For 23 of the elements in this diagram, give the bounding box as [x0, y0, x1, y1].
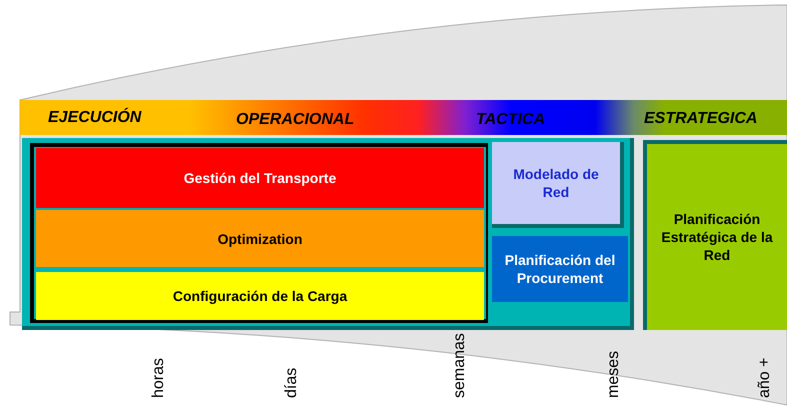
process-box — [492, 236, 628, 302]
node-text: Planificación Estratégica de la Red — [660, 210, 774, 264]
time-axis-label: semanas — [450, 333, 469, 398]
node-text: Optimization — [218, 230, 302, 248]
time-axis-label: meses — [604, 350, 623, 398]
time-axis-label: días — [282, 368, 301, 398]
node-text: Gestión del Transporte — [184, 169, 336, 187]
node-text: Modelado de Red — [512, 165, 600, 201]
layer-band — [36, 148, 484, 208]
group-panel — [488, 138, 634, 330]
phase-label: TACTICA — [476, 110, 546, 130]
time-axis-label: horas — [149, 358, 168, 398]
process-box — [643, 140, 787, 330]
phase-label: ESTRATEGICA — [644, 109, 758, 129]
timescale-gradient-bar — [20, 100, 787, 135]
layer-band — [36, 272, 484, 320]
node-text: Planificación del Procurement — [504, 251, 616, 287]
time-axis-label: año + — [755, 358, 774, 398]
phase-label: EJECUCIÓN — [48, 106, 142, 128]
layer-band — [36, 210, 484, 267]
phase-label: OPERACIONAL — [236, 110, 354, 130]
process-box — [492, 142, 624, 228]
node-text: Configuración de la Carga — [172, 287, 348, 305]
